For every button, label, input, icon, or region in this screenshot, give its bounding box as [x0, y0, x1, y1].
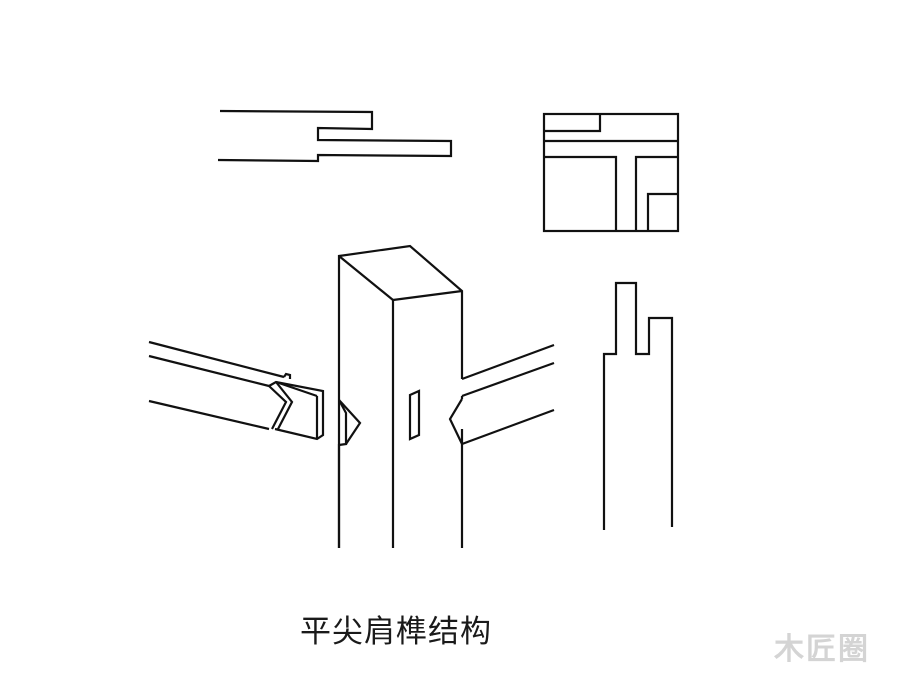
plan-view — [217, 109, 453, 163]
post — [337, 244, 464, 548]
left-rail — [148, 340, 325, 441]
exploded-view — [148, 244, 555, 548]
elevation-view — [602, 281, 674, 530]
diagram-caption: 平尖肩榫结构 — [300, 614, 492, 650]
right-rail — [448, 343, 555, 446]
watermark-logo: 木匠圈 — [774, 632, 870, 667]
section-view — [542, 112, 680, 233]
